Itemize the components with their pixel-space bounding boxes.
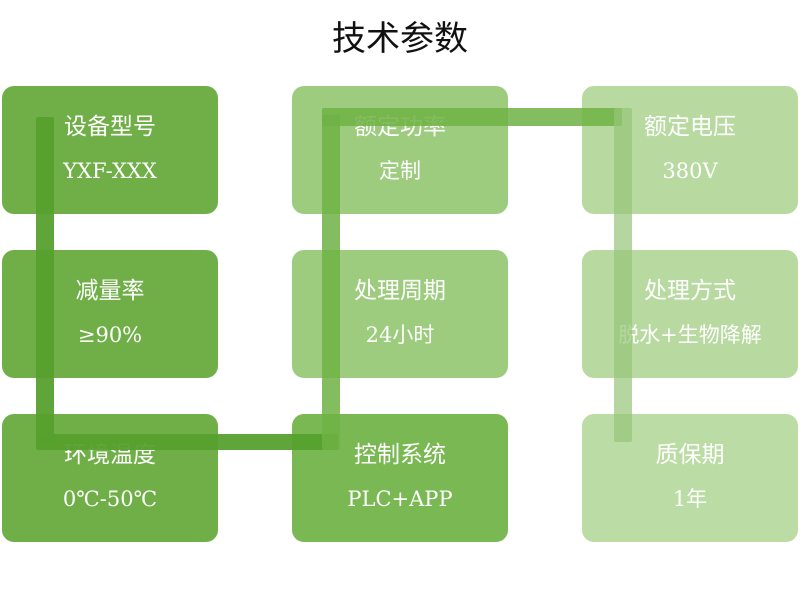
connector-segment <box>614 108 632 442</box>
param-value: YXF-XXX <box>63 159 157 183</box>
param-label: 处理周期 <box>354 278 446 304</box>
param-value: ≥90% <box>77 323 143 347</box>
param-value: 1年 <box>672 487 708 511</box>
param-value: PLC+APP <box>347 487 453 511</box>
connector-segment <box>36 117 54 443</box>
connector-segment <box>322 115 340 450</box>
param-value: 380V <box>662 159 718 183</box>
param-label: 质保期 <box>655 442 725 468</box>
param-label: 减量率 <box>75 278 145 304</box>
param-value: 脱水+生物降解 <box>618 323 762 347</box>
param-label: 控制系统 <box>354 442 446 468</box>
connector-segment <box>36 434 338 450</box>
param-label: 设备型号 <box>64 114 156 140</box>
page-title: 技术参数 <box>332 19 468 59</box>
connector-segment <box>322 108 622 126</box>
param-value: 定制 <box>379 159 421 183</box>
param-label: 处理方式 <box>644 278 736 304</box>
param-label: 额定电压 <box>644 114 736 140</box>
param-value: 24小时 <box>365 323 435 347</box>
param-value: 0℃-50℃ <box>62 487 158 511</box>
